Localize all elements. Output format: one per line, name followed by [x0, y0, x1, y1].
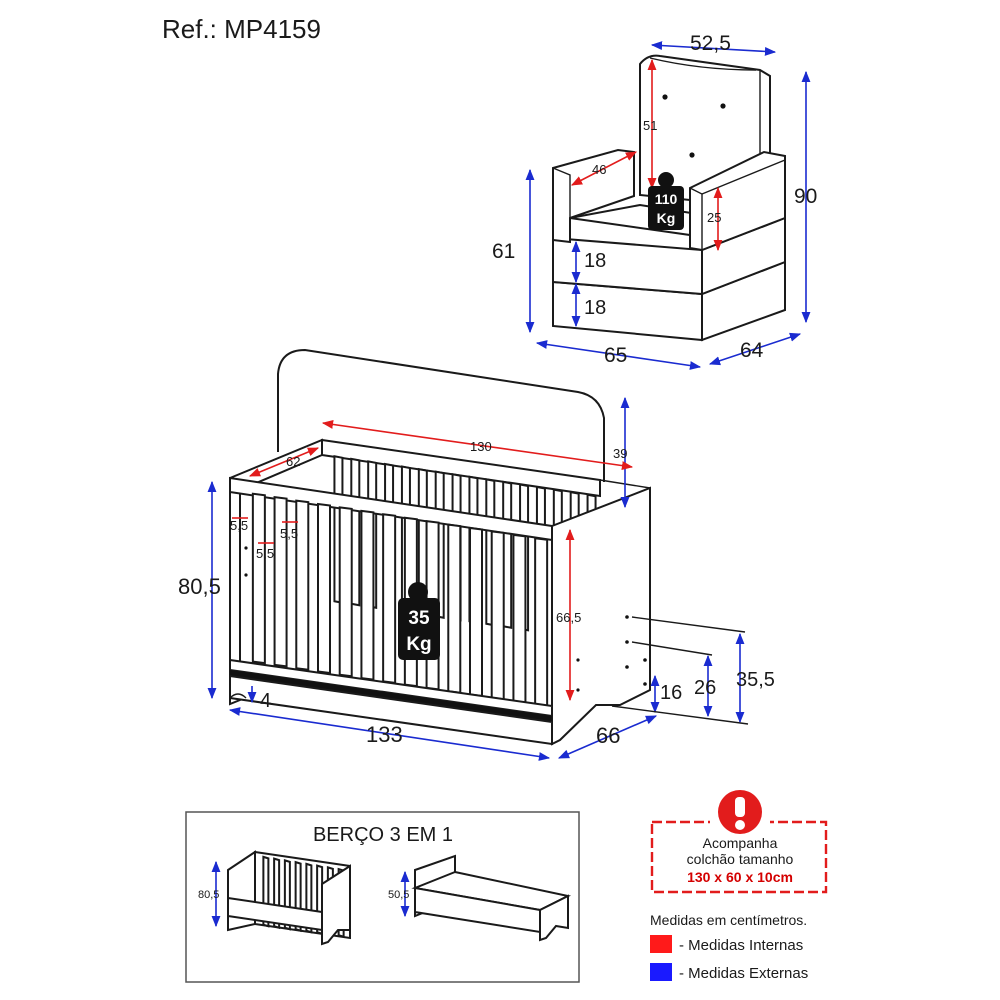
armchair-height-label: 90 [794, 185, 817, 208]
armchair-arm-height-label: 25 [707, 210, 721, 225]
legend-swatch-internal [650, 935, 672, 953]
modes-panel-title: BERÇO 3 EM 1 [313, 824, 453, 846]
crib-right-end [551, 486, 651, 746]
crib-slat [447, 523, 462, 694]
crib-mattress-mid-label: 26 [694, 677, 716, 699]
legend-label-external: - Medidas Externas [679, 965, 808, 982]
crib-slat-gap-3-label: 5,5 [280, 526, 298, 541]
crib-slat-gap-2-label: 5,5 [256, 546, 274, 561]
crib-slat [512, 533, 527, 704]
crib-inner-height-label: 66,5 [556, 610, 581, 625]
svg-text:Kg: Kg [406, 634, 431, 655]
crib-slat [338, 506, 353, 678]
crib-slat [469, 526, 483, 698]
legend-swatch-external [650, 963, 672, 981]
armchair-back-height-label: 51 [643, 118, 657, 133]
crib-slat [490, 530, 505, 701]
mini-crib-drawing: 80,5 [198, 850, 351, 946]
crib-headboard-height-label: 39 [613, 446, 627, 461]
reference-title: Ref.: MP4159 [162, 14, 321, 44]
crib-weight-badge: 35 Kg [398, 582, 440, 660]
mattress-notice: Acompanha colchão tamanho 130 x 60 x 10c… [650, 790, 828, 894]
crib-slat [534, 537, 549, 707]
mini-crib-height-label: 80,5 [198, 889, 219, 901]
crib-front-slats [251, 492, 549, 707]
crib-slat [317, 502, 331, 675]
crib-slat [273, 496, 288, 668]
legend-label-internal: - Medidas Internas [679, 937, 803, 954]
modes-panel: BERÇO 3 EM 1 80,5 50,5 [185, 811, 580, 983]
armchair-cushion-1-label: 18 [584, 250, 606, 272]
crib-height-label: 80,5 [178, 574, 221, 599]
notice-line-2: colchão tamanho [687, 851, 794, 867]
armchair-drawing: 52,5 90 61 65 64 18 18 51 46 25 110 Kg [492, 32, 817, 370]
svg-text:Kg: Kg [657, 210, 676, 226]
crib-mattress-low-label: 16 [660, 682, 682, 704]
armchair-inner-depth-label: 46 [592, 162, 606, 177]
crib-inner-length-label: 130 [470, 439, 492, 454]
crib-slat [382, 513, 397, 684]
armchair-width-label: 52,5 [690, 32, 731, 55]
crib-drawing: 39 80,5 133 66 16 26 35,5 4 130 62 66,5 … [178, 348, 775, 761]
mini-bed-drawing: 50,5 [388, 854, 572, 942]
notice-line-3: 130 x 60 x 10cm [687, 869, 793, 885]
crib-mattress-high-label: 35,5 [736, 669, 775, 691]
armchair-seat-height-label: 61 [492, 240, 515, 263]
crib-slat [251, 492, 266, 665]
crib-inner-width-label: 62 [286, 454, 300, 469]
armchair-cushion-2-label: 18 [584, 297, 606, 319]
crib-depth-label: 66 [596, 723, 620, 748]
legend-note: Medidas em centímetros. [650, 912, 807, 928]
crib-length-label: 133 [366, 722, 403, 747]
crib-slat [360, 509, 375, 681]
crib-floor-clearance-label: 4 [260, 690, 271, 712]
legend: Medidas em centímetros. - Medidas Intern… [650, 912, 808, 982]
armchair-weight-badge: 110 Kg [648, 172, 684, 230]
armchair-width-bottom-label: 65 [604, 344, 627, 367]
exclamation-icon [718, 790, 762, 834]
mini-bed-height-label: 50,5 [388, 889, 409, 901]
crib-slat [295, 499, 310, 671]
crib-slat-gap-1-label: 5,5 [230, 518, 248, 533]
armchair-depth-label: 64 [740, 339, 764, 362]
notice-line-1: Acompanha [703, 835, 778, 851]
svg-text:110: 110 [655, 191, 678, 207]
svg-text:35: 35 [408, 608, 430, 629]
